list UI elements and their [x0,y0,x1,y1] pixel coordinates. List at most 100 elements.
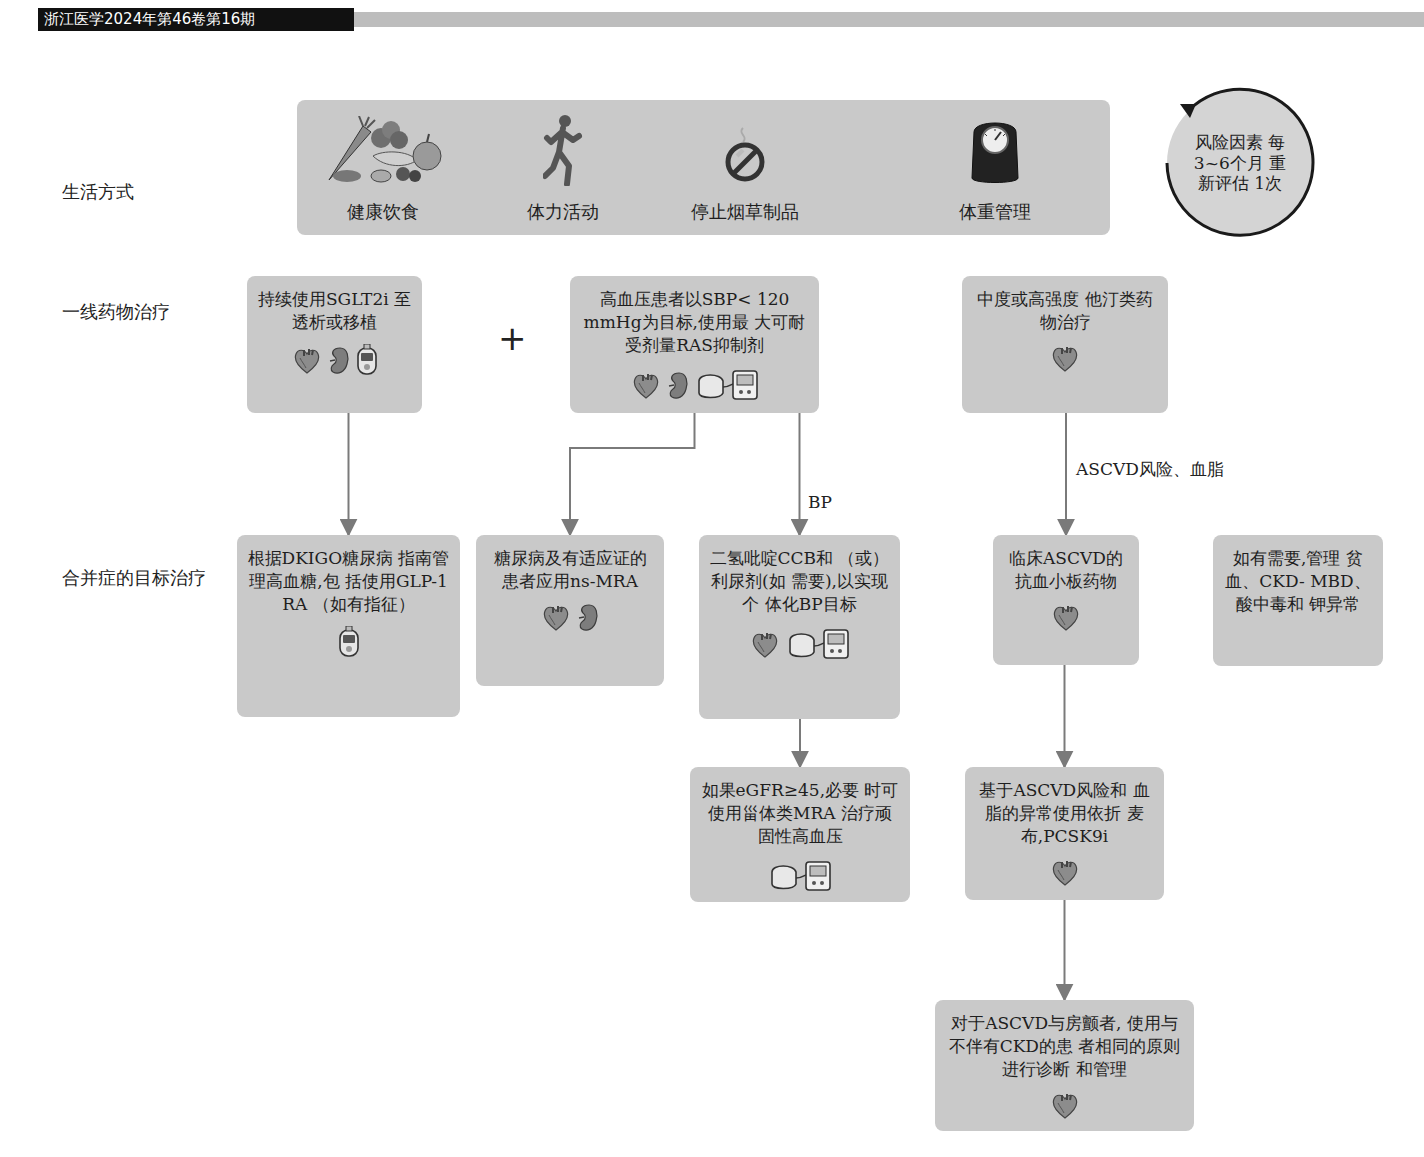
graphic-part [982,127,1008,153]
process-box: 临床ASCVD的 抗血小板药物 [993,535,1139,665]
icon-row [257,344,412,376]
graphic-part [753,634,776,657]
graphic-part [413,142,441,170]
process-box: 中度或高强度 他汀类药物治疗 [962,276,1168,413]
process-box: 根据DKIGO糖尿病 指南管理高血糖,包 括使用GLP-1 RA （如有指征） [237,535,460,717]
runner-icon [543,114,583,186]
connector [799,413,801,535]
graphic-part [559,115,571,127]
graphic-part [758,642,764,652]
heart-icon [1051,603,1081,633]
graphic-part [812,881,816,885]
graphic-part [1062,347,1071,354]
graphic-part [830,649,834,653]
graphic-part [1053,862,1076,885]
graphic-part [810,866,826,876]
connector [1065,413,1067,535]
graphic-part [1054,607,1077,630]
graphic-part [343,635,355,643]
graphic-part [361,353,373,361]
graphic-part [545,128,579,184]
graphic-part [747,390,751,394]
graphic-part [669,385,674,386]
nosmoke-icon [723,126,767,186]
graphic-part [371,170,391,182]
scale-icon [968,116,1022,186]
row-label: 合并症的目标治疗 [62,566,206,590]
graphic-part [300,358,306,368]
graphic-part [737,150,743,156]
icon-row [700,858,900,892]
box-text: 中度或高强度 他汀类药物治疗 [972,288,1158,334]
cycle-ground [1167,90,1313,236]
cycle-arc [1167,89,1313,235]
box-text: 二氢吡啶CCB和 （或）利尿剂(如 需要),以实现个 体化BP目标 [709,547,890,616]
header-rule [354,12,1424,27]
graphic-part [634,375,657,398]
graphic-part [409,170,421,182]
process-box: 糖尿病及有适应证的 患者应用ns-MRA [476,535,664,686]
graphic-part [330,360,335,361]
graphic-part [390,131,408,149]
cuff-icon [786,626,850,660]
graphic-part [549,615,555,625]
graphic-part [741,128,744,142]
connector [1064,665,1066,767]
cuff-icon [768,858,832,892]
graphic-part [728,145,762,179]
graphic-part [639,383,645,393]
heart-icon [1050,344,1080,374]
graphic-part [359,116,375,128]
cycle-circle: 风险因素 每3~6个月 重新评估 1次 [1167,90,1313,236]
graphic-part [346,626,352,631]
heart-icon [1050,1091,1080,1121]
meter-icon [338,626,360,658]
icon-row [247,626,450,658]
box-text: 如果eGFR≥45,必要 时可使用甾体类MRA 治疗顽固性高血压 [700,779,900,848]
box-text: 根据DKIGO糖尿病 指南管理高血糖,包 括使用GLP-1 RA （如有指征） [247,547,450,616]
header-bar [38,8,354,31]
icon-row [1003,603,1129,633]
connector [570,413,695,535]
box-text: 对于ASCVD与房颤者, 使用与不伴有CKD的患 者相同的原则进行诊断 和管理 [945,1012,1184,1081]
heart-icon [541,603,571,633]
edge-label: BP [806,492,834,512]
process-box: 二氢吡啶CCB和 （或）利尿剂(如 需要),以实现个 体化BP目标 [699,535,900,719]
plus-sign: + [498,318,527,358]
graphic-part [762,633,771,640]
graphic-part [340,630,358,656]
box-text: 糖尿病及有适应证的 患者应用ns-MRA [486,547,654,593]
graphic-part [358,348,376,374]
heart-icon [292,346,322,376]
process-box: 对于ASCVD与房颤者, 使用与不伴有CKD的患 者相同的原则进行诊断 和管理 [935,1000,1194,1131]
graphic-part [1059,615,1065,625]
graphic-part [427,134,429,142]
box-text: 持续使用SGLT2i 至透析或移植 [257,288,412,334]
icon-row [945,1091,1184,1121]
box-text: 如有需要,管理 贫血、CKD- MBD、酸中毒和 钾异常 [1223,547,1373,616]
graphic-part [295,350,318,373]
process-box: 如有需要,管理 贫血、CKD- MBD、酸中毒和 钾异常 [1213,535,1383,666]
graphic-part [790,634,814,657]
graphic-part [1058,870,1064,880]
graphic-part [772,866,796,889]
graphic-part [1053,1095,1076,1118]
graphic-part [1063,606,1072,613]
graphic-part [838,649,842,653]
graphic-part [1062,861,1071,868]
graphic-part [985,129,1005,136]
icon-row [486,603,654,633]
icon-row [975,858,1154,888]
box-text: 临床ASCVD的 抗血小板药物 [1003,547,1129,593]
edge-label: ASCVD风险、血脂 [1074,458,1226,481]
lifestyle-item: 体力活动 [527,200,599,224]
lifestyle-item: 健康饮食 [347,200,419,224]
graphic-part [1058,356,1064,366]
process-box: 基于ASCVD风险和 血脂的异常使用依折 麦布,PCSK9i [965,767,1164,900]
kidney-icon [328,346,350,376]
lifestyle-band: 健康饮食体力活动停止烟草制品体重管理 [297,100,1110,235]
graphic-part [737,375,753,385]
graphic-part [820,881,824,885]
heart-icon [631,371,661,401]
